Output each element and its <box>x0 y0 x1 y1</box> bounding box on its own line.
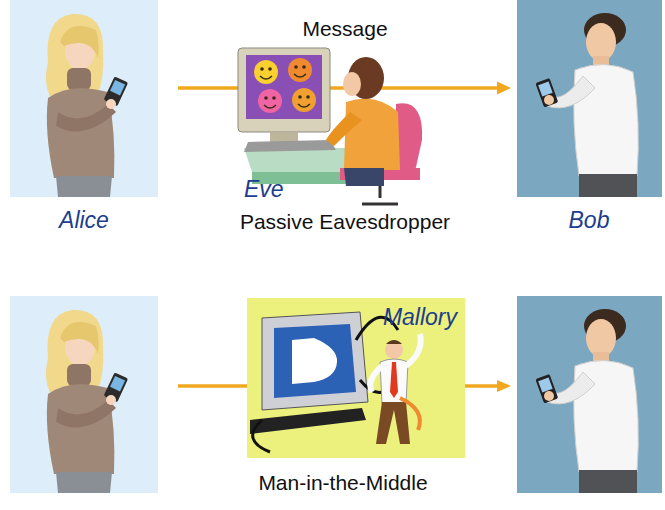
alice-figure <box>10 296 158 493</box>
attacker-name: Mallory <box>383 304 457 332</box>
bob-figure <box>517 0 662 197</box>
eve-illustration <box>238 48 422 204</box>
person-name: Bob <box>569 207 610 235</box>
message-line <box>178 380 511 392</box>
attacker-panel: MalloryMan-in-the-Middle <box>247 298 465 458</box>
arrow-line <box>178 86 498 90</box>
person-name: Alice <box>59 207 109 235</box>
eavesdropper-name: Eve <box>244 176 284 204</box>
person-panel: Bob <box>517 0 662 195</box>
arrow-head <box>497 82 511 95</box>
alice-figure <box>10 0 158 197</box>
bob-figure <box>517 296 662 493</box>
person-panel: Alice <box>10 0 158 195</box>
attack-caption: Man-in-the-Middle <box>258 470 427 495</box>
mallory-illustration <box>247 298 465 458</box>
attack-caption: Passive Eavesdropper <box>240 209 450 234</box>
message-label: Message <box>302 16 387 41</box>
